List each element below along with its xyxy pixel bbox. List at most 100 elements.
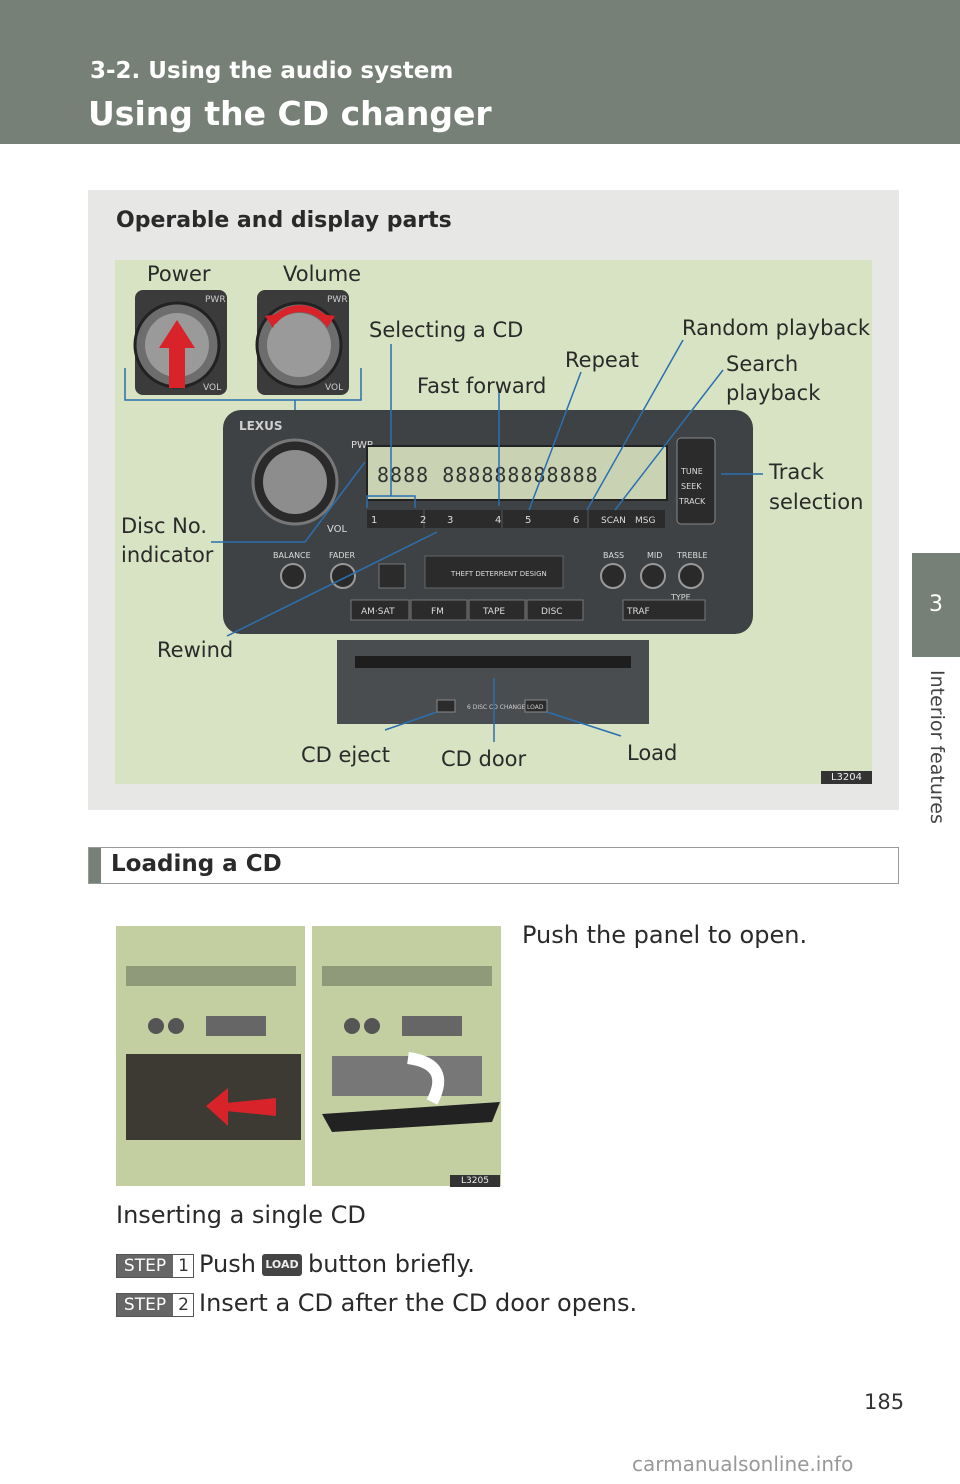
- photo-push-panel: [116, 926, 305, 1186]
- label-search: Search: [726, 352, 799, 376]
- svg-text:TREBLE: TREBLE: [676, 551, 708, 560]
- label-random-playback: Random playback: [682, 316, 870, 340]
- leader-lines: [211, 339, 763, 742]
- push-panel-arrow-icon: [216, 1098, 276, 1116]
- svg-text:BASS: BASS: [603, 551, 624, 560]
- label-selecting-cd: Selecting a CD: [369, 318, 524, 342]
- svg-text:FADER: FADER: [329, 551, 356, 560]
- label-cd-door: CD door: [441, 747, 527, 771]
- balance-knob[interactable]: [280, 563, 306, 589]
- preset-5-button[interactable]: [531, 510, 587, 528]
- fader-knob[interactable]: [330, 563, 356, 589]
- tape-button[interactable]: [468, 599, 526, 621]
- preset-3-button[interactable]: [445, 510, 501, 528]
- brand-logo: LEXUS: [239, 419, 282, 433]
- label-cd-eject: CD eject: [301, 743, 390, 767]
- svg-text:MID: MID: [647, 551, 662, 560]
- svg-text:TUNE: TUNE: [680, 467, 703, 476]
- cd-door[interactable]: [355, 656, 631, 668]
- footer-watermark: carmanualsonline.info: [632, 1452, 854, 1476]
- label-search-playback: playback: [726, 381, 821, 405]
- figure-code: L3204: [820, 771, 872, 784]
- radio-illustration: PWR VOL PWR VOL LEXUS PWR VOL 8888 88888…: [124, 290, 763, 742]
- svg-text:TYPE: TYPE: [670, 593, 691, 602]
- cd-changer-unit: [337, 640, 649, 724]
- single-cd-heading: Inserting a single CD: [116, 1201, 366, 1229]
- label-load: Load: [627, 741, 678, 765]
- push-arrow-icon: [159, 320, 195, 388]
- cd-eject-button[interactable]: [436, 699, 456, 713]
- eject-cassette-button[interactable]: [378, 563, 406, 589]
- lcd-display: [366, 445, 668, 501]
- bass-knob[interactable]: [600, 563, 626, 589]
- svg-text:FM: FM: [431, 607, 444, 617]
- disc-button[interactable]: [526, 599, 584, 621]
- page-number: 185: [864, 1390, 905, 1414]
- loading-cd-title: Loading a CD: [111, 851, 282, 877]
- svg-text:TAPE: TAPE: [482, 607, 505, 617]
- label-track-selection: selection: [769, 490, 864, 514]
- label-power: Power: [147, 262, 211, 286]
- svg-text:6 DISC CD CHANGER: 6 DISC CD CHANGER: [467, 704, 530, 711]
- photo-panel-open: [312, 926, 501, 1186]
- push-panel-text: Push the panel to open.: [522, 921, 808, 949]
- am-sat-button[interactable]: [350, 599, 410, 621]
- pwr-marking: PWR: [351, 440, 374, 451]
- svg-text:SCAN: SCAN: [601, 516, 626, 526]
- vol-marking: VOL: [327, 524, 348, 535]
- step-2-badge: STEP 2: [116, 1293, 194, 1317]
- cd-changer-diagram: PWR VOL PWR VOL LEXUS PWR VOL 8888 88888…: [115, 260, 872, 784]
- svg-text:TRAF: TRAF: [626, 607, 650, 617]
- treble-knob[interactable]: [678, 563, 704, 589]
- chapter-tab[interactable]: 3: [912, 553, 960, 657]
- svg-text:TRACK: TRACK: [678, 497, 706, 506]
- svg-text:DISC: DISC: [541, 607, 563, 617]
- svg-text:4: 4: [495, 515, 501, 526]
- volume-knob-vol: VOL: [325, 383, 343, 393]
- svg-text:MSG: MSG: [635, 516, 655, 526]
- step-1-badge: STEP 1: [116, 1254, 194, 1278]
- label-track: Track: [769, 460, 824, 484]
- power-knob-pwr: PWR: [205, 295, 226, 305]
- loading-cd-heading-bar: Loading a CD: [88, 847, 899, 884]
- cd-load-button[interactable]: [524, 699, 548, 713]
- photo-figure-code: L3205: [450, 1175, 500, 1187]
- svg-text:6: 6: [573, 515, 579, 526]
- section-heading: 3-2. Using the audio system: [90, 58, 454, 84]
- svg-text:1: 1: [371, 515, 377, 526]
- theft-deterrent-plate: [424, 555, 564, 589]
- traf-type-button[interactable]: [622, 599, 706, 621]
- svg-text:5: 5: [525, 515, 531, 526]
- tune-seek-track-button[interactable]: [676, 437, 716, 525]
- label-fast-forward: Fast forward: [417, 374, 547, 398]
- label-volume: Volume: [283, 262, 362, 286]
- rotate-arrow-icon: [270, 305, 330, 325]
- fm-button[interactable]: [410, 599, 468, 621]
- page-header: 3-2. Using the audio system Using the CD…: [0, 0, 960, 144]
- page-title: Using the CD changer: [88, 94, 492, 133]
- svg-text:THEFT DETERRENT DESIGN: THEFT DETERRENT DESIGN: [450, 570, 547, 578]
- svg-text:3: 3: [447, 515, 453, 526]
- operable-parts-panel: Operable and display parts PWR VOL PWR V…: [88, 190, 899, 810]
- scan-msg-button[interactable]: [595, 510, 665, 528]
- label-repeat: Repeat: [565, 348, 639, 372]
- svg-text:BALANCE: BALANCE: [273, 551, 311, 560]
- label-disc-indicator: indicator: [121, 543, 214, 567]
- load-button-icon: LOAD: [261, 1254, 302, 1276]
- label-rewind: Rewind: [157, 638, 234, 662]
- preset-1-button[interactable]: [367, 510, 423, 528]
- panel-title: Operable and display parts: [116, 208, 452, 233]
- step-2-text: Insert a CD after the CD door opens.: [199, 1289, 638, 1317]
- mid-knob[interactable]: [640, 563, 666, 589]
- svg-text:AM·SAT: AM·SAT: [361, 607, 395, 617]
- label-disc-no: Disc No.: [121, 514, 208, 538]
- svg-text:8888 888888888888: 8888 888888888888: [377, 463, 599, 487]
- svg-text:SEEK: SEEK: [681, 482, 702, 491]
- svg-text:LOAD: LOAD: [527, 704, 544, 711]
- power-knob-vol: VOL: [203, 383, 221, 393]
- svg-text:2: 2: [420, 515, 426, 526]
- volume-knob-pwr: PWR: [327, 295, 348, 305]
- open-panel-arrow-icon: [406, 1052, 445, 1105]
- chapter-label: Interior features: [926, 670, 948, 824]
